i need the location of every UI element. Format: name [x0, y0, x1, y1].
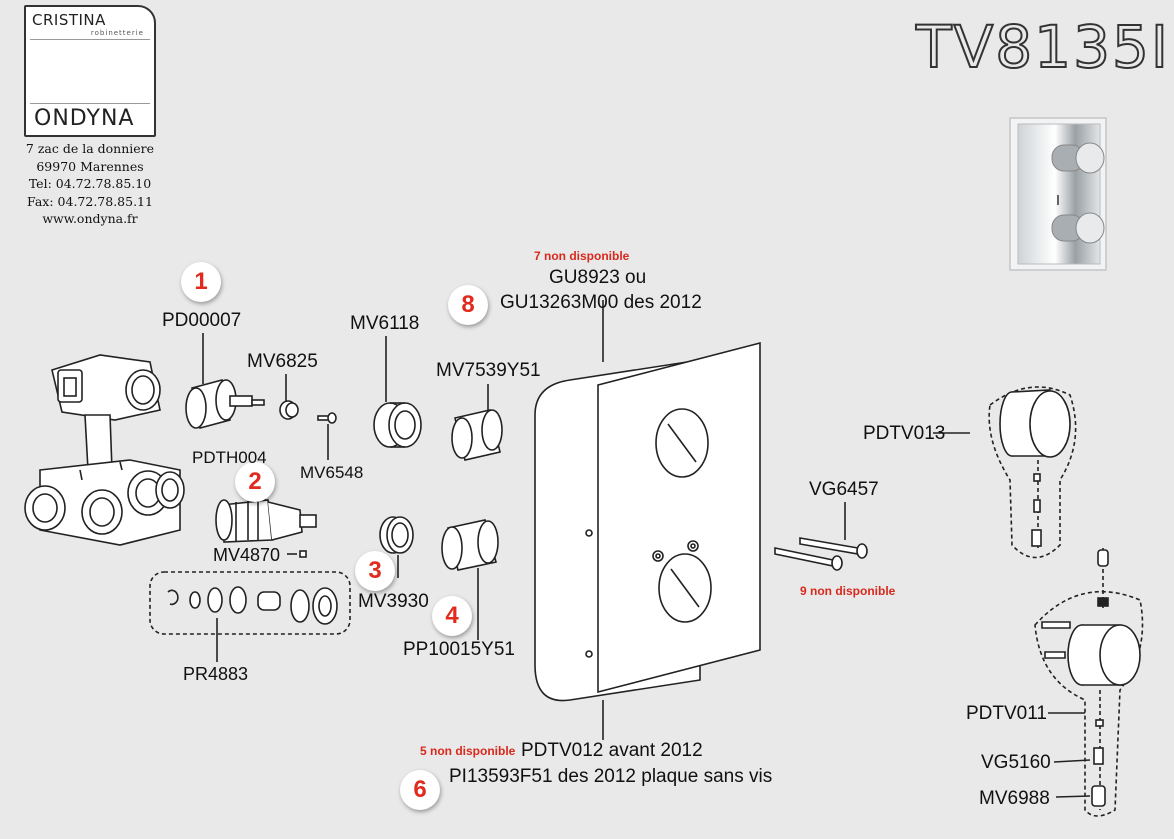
label-mv6548: MV6548: [300, 463, 364, 482]
seal-kit-pr4883: [149, 571, 351, 662]
label-mv6988: MV6988: [979, 788, 1050, 809]
part-pp10015y51: [441, 519, 499, 571]
valve-body: [24, 354, 185, 546]
label-gu13263m00: GU13263M00 des 2012: [500, 292, 702, 313]
label-mv7539y51: MV7539Y51: [436, 360, 541, 381]
address-line2: 69970 Marennes: [36, 158, 144, 174]
address-fax: Fax: 04.72.78.85.11: [27, 193, 153, 209]
callout-badge-8: 8: [448, 285, 488, 325]
company-address: 7 zac de la donniere 69970 Marennes Tel:…: [12, 140, 168, 228]
label-mv6825: MV6825: [247, 351, 318, 372]
part-mv4870: [299, 550, 307, 558]
label-vg5160: VG5160: [981, 752, 1051, 773]
label-mv6118: MV6118: [350, 313, 420, 334]
address-tel: Tel: 04.72.78.85.10: [28, 176, 152, 191]
callout-badge-3: 3: [355, 551, 395, 591]
address-line1: 7 zac de la donniere: [25, 141, 155, 156]
screws-vg6457: [774, 502, 868, 571]
label-gu8923: GU8923 ou: [549, 267, 647, 288]
logo-brand-sub: robinetterie: [90, 29, 144, 37]
label-mv3930: MV3930: [358, 591, 429, 612]
logo-brand-bottom: ONDYNA: [34, 106, 135, 131]
note-5-unavailable: 5 non disponible: [420, 744, 516, 758]
part-mv6118: [373, 402, 422, 448]
cartridge-pdth004: [215, 499, 317, 543]
label-pd00007: PD00007: [162, 310, 242, 331]
logo-divider-bottom: [30, 103, 150, 104]
logo-divider-top: [30, 39, 150, 40]
model-number: TV8135I: [915, 13, 1170, 81]
product-photo: [1009, 117, 1107, 271]
label-pdtv012: PDTV012 avant 2012: [521, 740, 703, 761]
note-7-unavailable: 7 non disponible: [534, 249, 630, 263]
label-pdtv011: PDTV011: [966, 703, 1047, 724]
label-vg6457: VG6457: [809, 479, 879, 500]
part-mv6825: [279, 400, 299, 420]
label-pdth004: PDTH004: [192, 448, 267, 467]
handle-pdtv011: [1034, 548, 1144, 817]
logo-brand-top: CRISTINA: [32, 11, 106, 29]
note-9-unavailable: 9 non disponible: [800, 584, 896, 598]
label-mv4870: MV4870: [213, 545, 281, 565]
address-website: www.ondyna.fr: [42, 211, 138, 226]
handle-pdtv013: [933, 386, 1077, 559]
callout-badge-6: 6: [400, 770, 440, 810]
callout-badge-4: 4: [432, 596, 472, 636]
wall-plate: [534, 300, 761, 740]
label-pi13593f51: PI13593F51 des 2012 plaque sans vis: [449, 766, 773, 787]
label-pdtv013: PDTV013: [863, 423, 946, 444]
label-pp10015y51: PP10015Y51: [403, 639, 515, 660]
part-mv7539y51: [451, 409, 503, 461]
callout-badge-1: 1: [181, 262, 221, 302]
label-pr4883: PR4883: [183, 664, 249, 684]
brand-logo: CRISTINA robinetterie ONDYNA: [24, 5, 156, 137]
callout-badge-2: 2: [235, 462, 275, 502]
cartridge-pd00007: [185, 379, 265, 429]
part-mv3930: [379, 516, 414, 554]
part-mv6548: [317, 412, 337, 424]
